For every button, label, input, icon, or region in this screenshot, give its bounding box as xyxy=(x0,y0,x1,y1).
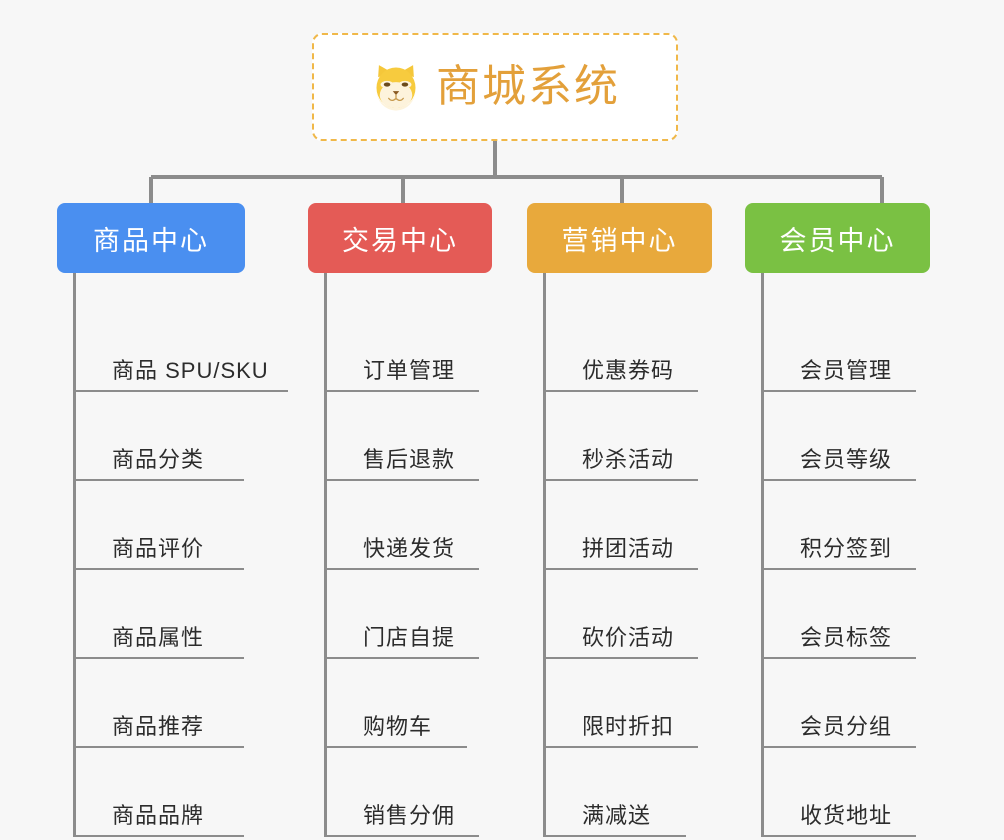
branch-column-1: 交易中心订单管理售后退款快递发货门店自提购物车销售分佣 xyxy=(308,203,528,837)
branch-box[interactable]: 商品中心 xyxy=(57,203,245,273)
leaf-item[interactable]: 商品 SPU/SKU xyxy=(76,303,307,392)
leaf-list: 会员管理会员等级积分签到会员标签会员分组收货地址 xyxy=(761,273,964,837)
leaf-item[interactable]: 积分签到 xyxy=(764,481,964,570)
leaf-item[interactable]: 商品属性 xyxy=(76,570,307,659)
leaf-item[interactable]: 秒杀活动 xyxy=(546,392,746,481)
leaf-label: 购物车 xyxy=(363,714,433,739)
leaf-item[interactable]: 限时折扣 xyxy=(546,659,746,748)
leaf-label: 销售分佣 xyxy=(363,803,456,828)
leaf-underline xyxy=(546,568,698,570)
leaf-underline xyxy=(546,479,698,481)
leaf-underline xyxy=(764,835,916,837)
leaf-underline xyxy=(76,657,244,659)
leaf-underline xyxy=(764,657,916,659)
leaf-label: 商品推荐 xyxy=(112,714,205,739)
branch-box[interactable]: 交易中心 xyxy=(308,203,492,273)
leaf-item[interactable]: 优惠券码 xyxy=(546,303,746,392)
leaf-label: 商品分类 xyxy=(112,447,205,472)
branch-column-2: 营销中心优惠券码秒杀活动拼团活动砍价活动限时折扣满减送 xyxy=(527,203,746,837)
branch-box[interactable]: 会员中心 xyxy=(745,203,930,273)
leaf-item[interactable]: 会员标签 xyxy=(764,570,964,659)
leaf-underline xyxy=(546,835,686,837)
leaf-item[interactable]: 会员分组 xyxy=(764,659,964,748)
leaf-item[interactable]: 商品推荐 xyxy=(76,659,307,748)
leaf-label: 会员等级 xyxy=(800,447,893,472)
leaf-label: 门店自提 xyxy=(363,625,456,650)
leaf-underline xyxy=(327,568,479,570)
leaf-label: 商品评价 xyxy=(112,536,205,561)
leaf-underline xyxy=(764,390,916,392)
shiba-dog-face-icon xyxy=(376,65,416,111)
leaf-label: 快递发货 xyxy=(363,536,456,561)
leaf-label: 收货地址 xyxy=(800,803,893,828)
leaf-list: 优惠券码秒杀活动拼团活动砍价活动限时折扣满减送 xyxy=(543,273,746,837)
leaf-underline xyxy=(76,479,244,481)
leaf-underline xyxy=(546,746,698,748)
leaf-label: 限时折扣 xyxy=(582,714,675,739)
branch-column-3: 会员中心会员管理会员等级积分签到会员标签会员分组收货地址 xyxy=(745,203,964,837)
leaf-label: 满减送 xyxy=(582,803,652,828)
leaf-item[interactable]: 商品分类 xyxy=(76,392,307,481)
leaf-underline xyxy=(327,657,479,659)
leaf-item[interactable]: 收货地址 xyxy=(764,748,964,837)
leaf-label: 积分签到 xyxy=(800,536,893,561)
leaf-item[interactable]: 会员等级 xyxy=(764,392,964,481)
leaf-label: 商品属性 xyxy=(112,625,205,650)
leaf-item[interactable]: 门店自提 xyxy=(327,570,528,659)
leaf-item[interactable]: 售后退款 xyxy=(327,392,528,481)
leaf-list: 商品 SPU/SKU 商品分类商品评价商品属性商品推荐商品品牌 xyxy=(73,273,307,837)
leaf-item[interactable]: 订单管理 xyxy=(327,303,528,392)
leaf-label: 售后退款 xyxy=(363,447,456,472)
branch-label: 营销中心 xyxy=(561,225,678,256)
branch-label: 会员中心 xyxy=(779,225,896,256)
leaf-underline xyxy=(327,390,479,392)
branch-label: 交易中心 xyxy=(342,225,458,256)
root-node[interactable]: 商城系统 xyxy=(312,33,678,141)
leaf-label: 拼团活动 xyxy=(582,536,675,561)
leaf-underline xyxy=(546,657,698,659)
leaf-label: 订单管理 xyxy=(363,358,456,383)
leaf-item[interactable]: 会员管理 xyxy=(764,303,964,392)
leaf-label: 商品 SPU/SKU xyxy=(112,358,269,383)
leaf-label: 会员管理 xyxy=(800,358,893,383)
leaf-item[interactable]: 销售分佣 xyxy=(327,748,528,837)
leaf-item[interactable]: 商品品牌 xyxy=(76,748,307,837)
leaf-label: 会员分组 xyxy=(800,714,893,739)
leaf-underline xyxy=(546,390,698,392)
branch-box[interactable]: 营销中心 xyxy=(527,203,712,273)
root-title: 商城系统 xyxy=(436,62,620,111)
leaf-item[interactable]: 拼团活动 xyxy=(546,481,746,570)
leaf-item[interactable]: 快递发货 xyxy=(327,481,528,570)
leaf-underline xyxy=(76,390,288,392)
leaf-label: 砍价活动 xyxy=(582,625,675,650)
leaf-label: 商品品牌 xyxy=(112,803,205,828)
leaf-underline xyxy=(76,568,244,570)
leaf-underline xyxy=(76,746,244,748)
leaf-label: 优惠券码 xyxy=(582,358,675,383)
leaf-underline xyxy=(764,568,916,570)
leaf-underline xyxy=(327,479,479,481)
leaf-item[interactable]: 购物车 xyxy=(327,659,528,748)
leaf-item[interactable]: 满减送 xyxy=(546,748,746,837)
leaf-label: 会员标签 xyxy=(800,625,893,650)
leaf-item[interactable]: 商品评价 xyxy=(76,481,307,570)
leaf-underline xyxy=(327,746,467,748)
leaf-underline xyxy=(327,835,479,837)
leaf-underline xyxy=(764,746,916,748)
leaf-item[interactable]: 砍价活动 xyxy=(546,570,746,659)
leaf-underline xyxy=(764,479,916,481)
leaf-label: 秒杀活动 xyxy=(582,447,675,472)
branch-column-0: 商品中心商品 SPU/SKU 商品分类商品评价商品属性商品推荐商品品牌 xyxy=(57,203,307,837)
leaf-underline xyxy=(76,835,244,837)
leaf-list: 订单管理售后退款快递发货门店自提购物车销售分佣 xyxy=(324,273,528,837)
branch-label: 商品中心 xyxy=(93,225,209,256)
